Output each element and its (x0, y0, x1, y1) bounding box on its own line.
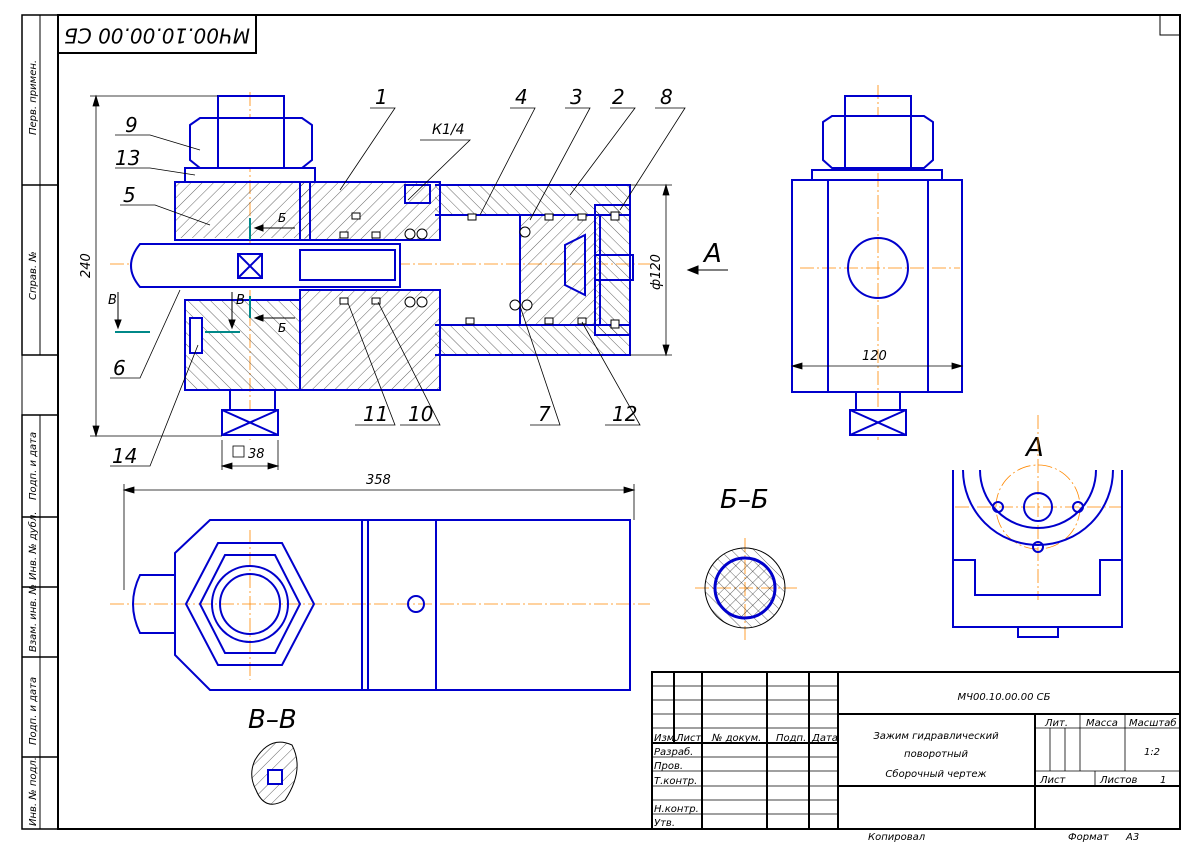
tb-row-razrab: Разраб. (654, 746, 693, 758)
section-bb-label: Б–Б (720, 485, 769, 515)
tb-format-label: Формат (1068, 832, 1110, 843)
margin-inv-dubl: Инв. № дубл. (27, 512, 39, 580)
callout-12: 12 (612, 402, 637, 426)
tb-lit: Лит. (1044, 718, 1068, 729)
tb-doc-type: Сборочный чертеж (885, 768, 986, 780)
callout-1: 1 (375, 85, 388, 109)
tb-col-izm: Изм. (654, 733, 678, 744)
tb-col-data: Дата (811, 733, 838, 744)
tb-massa: Масса (1086, 718, 1118, 729)
tb-col-list: Лист (675, 733, 703, 744)
tb-row-prov: Пров. (654, 761, 683, 772)
tb-list: Лист (1039, 775, 1067, 786)
callout-2: 2 (612, 85, 625, 109)
tb-format-value: А3 (1125, 832, 1139, 843)
callout-10: 10 (408, 402, 433, 426)
cut-label-v-left: В (108, 293, 117, 308)
dim-square: 38 (248, 447, 265, 462)
callout-3: 3 (570, 85, 583, 109)
view-a-arrow-label: А (702, 239, 722, 269)
drawing-frame (21, 14, 1181, 830)
title-block: МЧ00.10.00.00 СБ Зажим гидравлический по… (651, 671, 1181, 843)
section-bb: Б–Б (695, 485, 797, 640)
tb-scale: 1:2 (1144, 747, 1160, 758)
margin-podp-data-1: Подп. и дата (28, 432, 39, 500)
mirrored-code-box: МЧ00.10.00.00 СБ (57, 14, 257, 54)
callout-11: 11 (363, 402, 388, 426)
tb-col-dokum: № докум. (711, 733, 761, 744)
tb-copied: Копировал (868, 832, 926, 843)
dim-side-width: 120 (862, 349, 887, 364)
callout-6: 6 (113, 356, 126, 380)
corner-box (1159, 14, 1181, 36)
callout-13: 13 (115, 146, 140, 170)
tb-row-utv: Утв. (654, 818, 675, 829)
side-view: 120 (790, 85, 964, 440)
tb-listov: Листов (1099, 775, 1137, 786)
callout-4: 4 (515, 85, 528, 109)
view-a: А (952, 415, 1125, 638)
callout-7: 7 (538, 402, 551, 426)
cut-label-b-bottom: Б (278, 321, 286, 335)
main-section-view: Б Б В В А 240 ф120 38 (79, 85, 728, 470)
tb-row-tkontr: Т.контр. (654, 776, 697, 787)
top-view: 358 (110, 473, 650, 691)
cut-label-b-top: Б (278, 211, 286, 225)
square-symbol (232, 445, 245, 458)
mirrored-code: МЧ00.10.00.00 СБ (64, 24, 250, 48)
tb-masshtab: Масштаб (1129, 717, 1177, 729)
tb-sheet-num: 1 (1160, 775, 1166, 786)
margin-podp-data-2: Подп. и дата (28, 677, 39, 745)
callout-5: 5 (123, 183, 136, 207)
tb-title-2: поворотный (904, 749, 968, 760)
section-vv-label: В–В (248, 705, 297, 735)
dim-height: 240 (79, 253, 94, 278)
margin-sprav-no: Справ. № (28, 251, 39, 300)
margin-vzam-inv: Взам. инв. № (28, 584, 39, 652)
tb-code: МЧ00.10.00.00 СБ (958, 692, 1051, 703)
cut-label-v-right: В (236, 293, 245, 308)
margin-inv-podl: Инв. № подл. (28, 757, 39, 826)
section-vv: В–В (248, 705, 298, 805)
margin-perv-primen: Перв. примен. (28, 60, 39, 135)
dim-length: 358 (366, 473, 391, 488)
dim-diameter: ф120 (649, 254, 664, 290)
tb-title-1: Зажим гидравлический (873, 731, 999, 742)
callout-9: 9 (125, 113, 138, 137)
left-margin-labels: Перв. примен. Справ. № Подп. и дата Инв.… (27, 60, 39, 826)
callout-8: 8 (660, 85, 673, 109)
callout-14: 14 (112, 444, 137, 468)
tb-row-nkontr: Н.контр. (654, 804, 699, 815)
tb-col-podp: Подп. (776, 733, 806, 744)
view-a-label: А (1024, 433, 1044, 463)
thread-label: К1/4 (432, 122, 464, 138)
